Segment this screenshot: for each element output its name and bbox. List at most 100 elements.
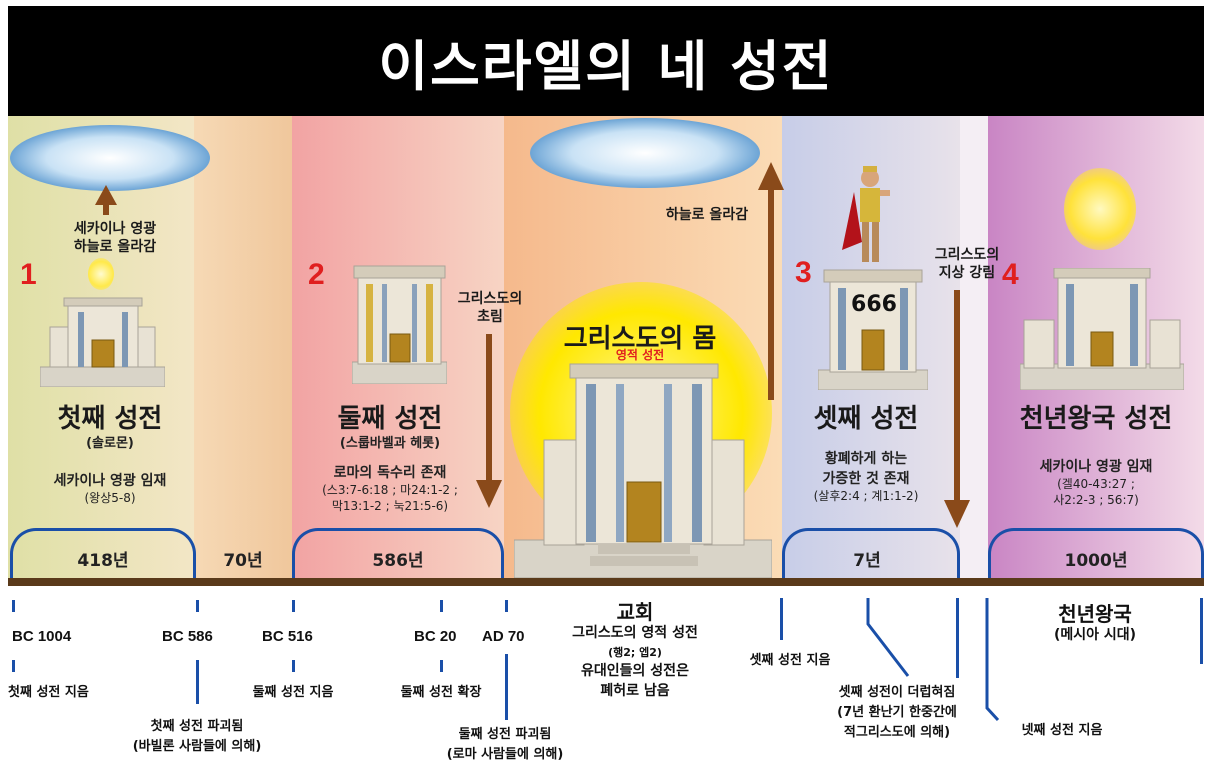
tick-ad70-low [505, 654, 508, 720]
tick-bc20 [440, 600, 443, 612]
arrow-down-second-coming-icon [954, 290, 960, 504]
date-bc516: BC 516 [262, 628, 313, 645]
christ-first-coming-1: 그리스도의 [457, 291, 523, 307]
event-third-defiled-2: (7년 환난기 한중간에 [837, 705, 957, 720]
timeline-baseline [8, 578, 1204, 586]
fourth-temple-ref-1: (겔40-43:27 ; [1057, 477, 1135, 491]
duration-418: 418년 [77, 551, 129, 571]
millennium-title: 천년왕국 [1058, 602, 1132, 626]
tick-bc516 [292, 600, 295, 612]
second-temple-name: 둘째 성전 [337, 404, 443, 434]
duration-7: 7년 [853, 551, 881, 571]
second-temple-icon [351, 262, 448, 388]
church-subtitle: 영적 성전 [615, 348, 665, 362]
arrow-down-second-coming-head-icon [944, 500, 970, 532]
event-second-built: 둘째 성전 지음 [252, 685, 334, 700]
arrow-up-ascension-icon [768, 186, 774, 400]
tick-end [1200, 598, 1203, 664]
tick-bc20-low [440, 660, 443, 672]
duration-bracket-1000 [988, 528, 1204, 579]
fourth-temple-name: 천년왕국 성전 [1019, 404, 1173, 434]
shekinah-up-label-1: 세카이나 영광 [73, 221, 157, 237]
christ-second-coming-2: 지상 강림 [938, 265, 996, 281]
third-temple-ref: (살후2:4 ; 계1:1-2) [813, 489, 919, 503]
ascend-label: 하늘로 올라감 [665, 207, 749, 223]
tick-second-coming [956, 598, 959, 678]
first-temple-builder: (솔로몬) [86, 436, 134, 451]
third-temple-note-2: 가증한 것 존재 [822, 471, 910, 487]
first-temple-note: 세카이나 영광 임재 [53, 473, 167, 489]
duration-bracket-7 [782, 528, 960, 579]
panel-bg-gap1 [194, 116, 292, 580]
arrow-down-first-coming-head-icon [476, 480, 502, 512]
event-second-expanded: 둘째 성전 확장 [400, 685, 482, 700]
event-first-destroyed-1: 첫째 성전 파괴됨 [150, 719, 244, 734]
third-temple-note-1: 황폐하게 하는 [824, 451, 908, 467]
event-fourth-built: 넷째 성전 지음 [1021, 723, 1103, 738]
antichrist-figure-icon [842, 162, 898, 272]
second-temple-note: 로마의 독수리 존재 [333, 465, 447, 481]
duration-586: 586년 [372, 551, 424, 571]
church-timeline-line2: (행2; 엡2) [608, 646, 662, 659]
date-bc20: BC 20 [414, 628, 457, 645]
panel-number-4: 4 [1002, 258, 1019, 291]
cloud-left-icon [10, 125, 210, 191]
mark-666: 666 [851, 292, 897, 317]
tick-bc516-low [292, 660, 295, 672]
second-temple-builder: (스룹바벨과 헤롯) [339, 436, 441, 451]
event-second-destroyed-1: 둘째 성전 파괴됨 [458, 727, 552, 742]
tick-bc1004-low [12, 660, 15, 672]
arrow-down-first-coming-icon [486, 334, 492, 484]
date-ad70: AD 70 [482, 628, 525, 645]
arrow-up-ascension-head-icon [758, 162, 784, 194]
church-timeline-line1: 그리스도의 영적 성전 [572, 625, 698, 641]
christ-first-coming-2: 초림 [477, 309, 503, 325]
second-temple-ref-2: 막13:1-2 ; 눅21:5-6) [331, 499, 449, 513]
panel-number-1: 1 [20, 258, 37, 291]
church-timeline-line4: 폐허로 남음 [600, 683, 670, 699]
tick-bc586-low [196, 660, 199, 704]
tick-third-built [780, 598, 783, 640]
first-temple-icon [39, 292, 166, 391]
church-title: 그리스도의 몸 [563, 324, 717, 354]
cloud-center-icon [530, 118, 760, 188]
shekinah-up-label-2: 하늘로 올라감 [73, 239, 157, 255]
first-temple-name: 첫째 성전 [57, 404, 163, 434]
fourth-temple-ref-2: 사2:2-3 ; 56:7) [1053, 493, 1139, 507]
tick-third-defiled [864, 598, 914, 684]
panel-number-3: 3 [795, 256, 812, 289]
tick-bc1004 [12, 600, 15, 612]
church-timeline-title: 교회 [616, 600, 654, 624]
date-bc1004: BC 1004 [12, 628, 72, 645]
page-title: 이스라엘의 네 성전 [378, 34, 834, 98]
duration-70: 70년 [223, 551, 263, 571]
event-third-built: 셋째 성전 지음 [749, 653, 831, 668]
title-bar: 이스라엘의 네 성전 [8, 6, 1204, 116]
tick-ad70 [505, 600, 508, 612]
third-temple-name: 셋째 성전 [813, 404, 919, 434]
tick-fourth-built [984, 598, 1004, 726]
panel-number-2: 2 [308, 258, 325, 291]
third-temple-icon [817, 268, 929, 394]
tick-bc586 [196, 600, 199, 612]
event-second-destroyed-2: (로마 사람들에 의해) [446, 747, 564, 762]
first-temple-ref: (왕상5-8) [84, 491, 136, 505]
church-temple-icon [513, 360, 773, 582]
millennium-subtitle: (메시아 시대) [1053, 627, 1137, 643]
event-third-defiled-1: 셋째 성전이 더럽혀짐 [838, 685, 956, 700]
date-bc586: BC 586 [162, 628, 213, 645]
event-first-built: 첫째 성전 지음 [8, 685, 89, 700]
event-first-destroyed-2: (바빌론 사람들에 의해) [132, 739, 262, 754]
duration-bracket-586 [292, 528, 504, 579]
arrow-up-shekinah-icon [95, 185, 117, 215]
second-temple-ref-1: (스3:7-6:18 ; 마24:1-2 ; [322, 483, 458, 497]
fourth-temple-note: 세카이나 영광 임재 [1039, 459, 1153, 475]
fourth-temple-icon [1019, 267, 1185, 394]
church-timeline-line3: 유대인들의 성전은 [581, 663, 689, 679]
christ-second-coming-1: 그리스도의 [934, 247, 1000, 263]
event-third-defiled-3: 적그리스도에 의해) [843, 725, 951, 740]
duration-bracket-418 [10, 528, 196, 579]
shekinah-glory-icon [1064, 168, 1136, 250]
shekinah-glow-icon [88, 258, 114, 290]
